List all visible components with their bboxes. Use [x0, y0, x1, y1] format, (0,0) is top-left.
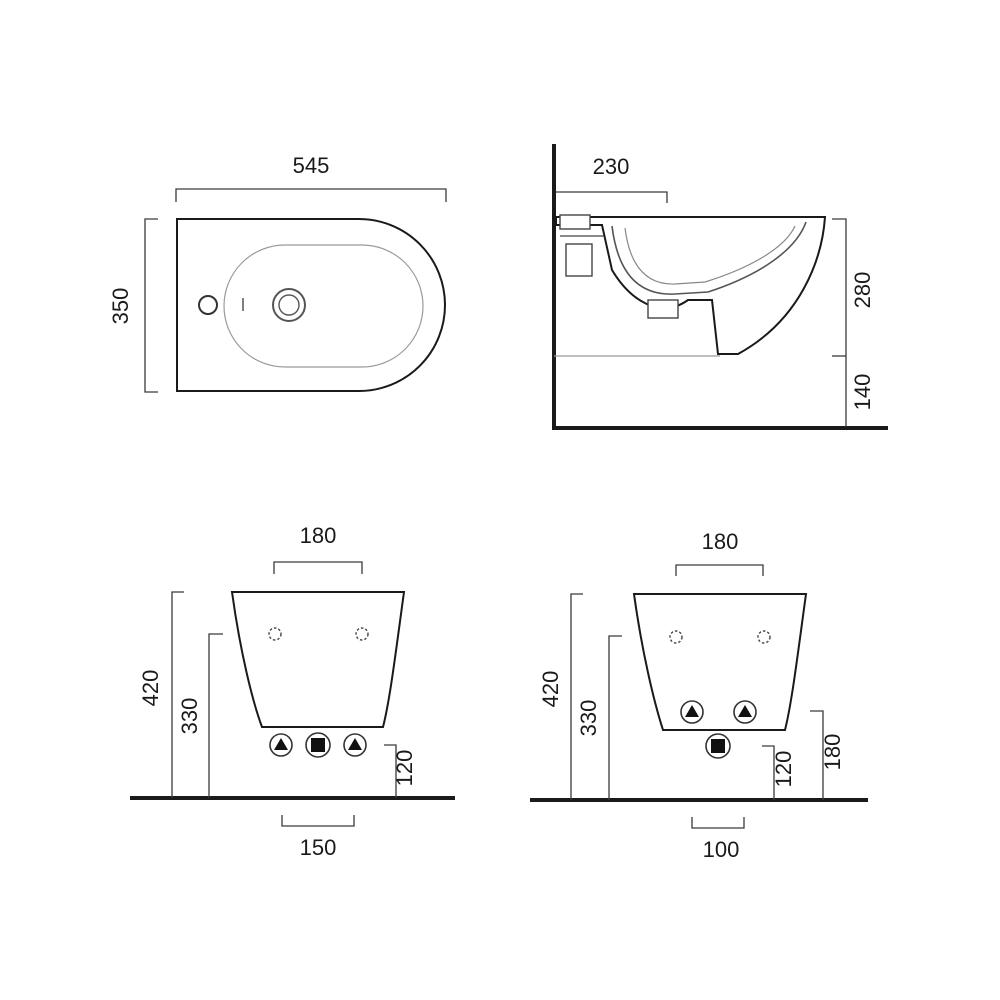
triangle-icon	[685, 705, 699, 717]
bidet-side-profile	[555, 216, 827, 355]
bowl-section	[611, 221, 807, 295]
projection-dimension-line	[556, 191, 668, 203]
triangle-icon	[274, 738, 288, 750]
fixing-height-dimension-right	[608, 635, 622, 800]
bowl-outline	[223, 244, 424, 368]
fixing-spacing-label-right: 180	[702, 529, 739, 554]
side-view: 230 280 140	[552, 144, 888, 430]
supply-height-label-right: 180	[820, 734, 845, 771]
supply-height-dimension-right	[810, 710, 824, 800]
square-icon	[711, 739, 725, 753]
bidet-front-outline-left	[230, 591, 406, 728]
bowl-inner-section	[624, 225, 796, 285]
depth-label: 350	[108, 288, 133, 325]
total-height-dimension-left	[171, 591, 184, 798]
height-label: 280	[850, 272, 875, 309]
connection-box	[565, 243, 593, 277]
triangle-icon	[348, 738, 362, 750]
connection-spacing-label-left: 150	[300, 835, 337, 860]
drain-icon	[272, 288, 306, 322]
fixing-height-label-left: 330	[177, 698, 202, 735]
tap-hole-icon	[198, 295, 218, 315]
fixing-spacing-dimension-left	[273, 561, 363, 574]
width-dimension-line	[175, 188, 447, 202]
depth-dimension-line	[144, 218, 158, 393]
connection-spacing-label-right: 100	[703, 837, 740, 862]
drain-height-label-right: 120	[771, 751, 796, 788]
floor-gap-label: 140	[850, 374, 875, 411]
front-view-right: 180 420 330 120 180 100	[530, 529, 868, 862]
drain-height-dimension-right	[762, 745, 775, 800]
fixing-hole-icon	[355, 627, 369, 641]
fixing-height-label-right: 330	[576, 700, 601, 737]
fixing-bracket	[559, 214, 591, 230]
front-view-left: 180 420 330 120 150	[130, 523, 455, 860]
top-view: 545 350	[108, 153, 447, 393]
fixing-spacing-dimension-right	[675, 564, 764, 576]
square-icon	[311, 738, 325, 752]
fixing-hole-icon	[669, 630, 683, 644]
fixing-hole-icon	[268, 627, 282, 641]
triangle-icon	[738, 705, 752, 717]
fixing-hole-icon	[757, 630, 771, 644]
fixing-spacing-label-left: 180	[300, 523, 337, 548]
total-height-label-left: 420	[138, 670, 163, 707]
connection-height-dimension-left	[384, 744, 397, 798]
width-label: 545	[293, 153, 330, 178]
trap-outlet	[647, 299, 679, 319]
fixing-height-dimension-left	[208, 633, 223, 798]
total-height-dimension-right	[570, 593, 583, 800]
connection-spacing-dimension-right	[691, 817, 745, 829]
drain-inner-icon	[278, 294, 300, 316]
total-height-label-right: 420	[538, 671, 563, 708]
bidet-top-outline	[176, 218, 446, 392]
projection-label: 230	[593, 154, 630, 179]
height-dimension-line	[832, 218, 847, 427]
connection-height-label-left: 120	[392, 750, 417, 787]
bidet-front-outline-right	[632, 593, 808, 731]
connection-spacing-dimension-left	[281, 815, 355, 827]
